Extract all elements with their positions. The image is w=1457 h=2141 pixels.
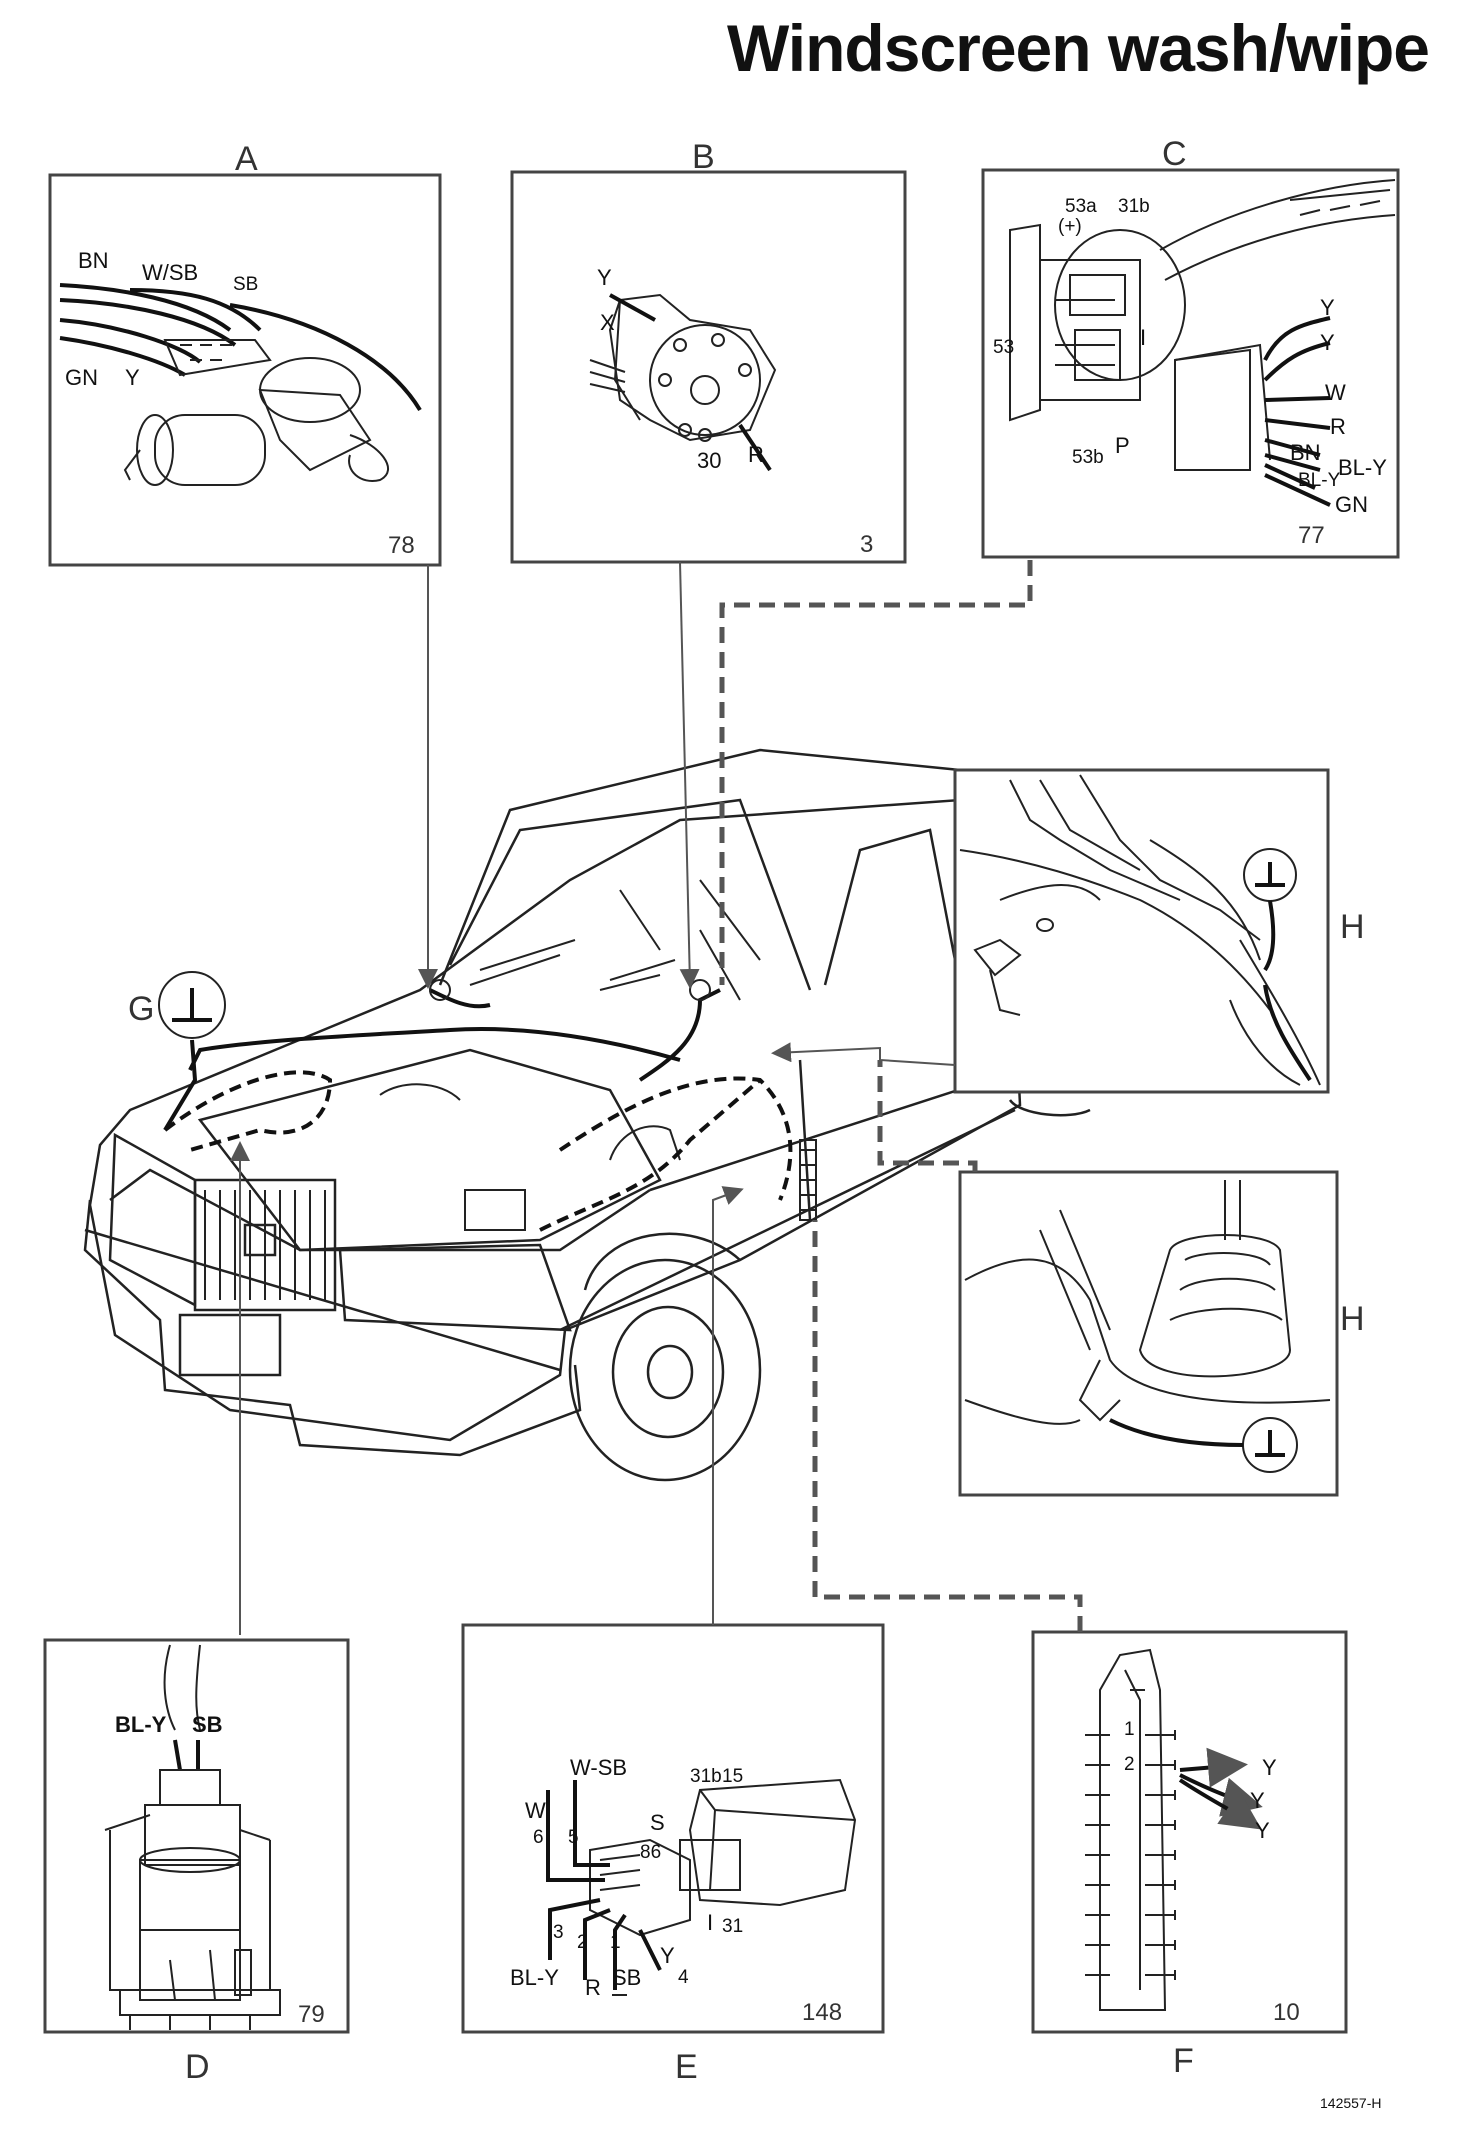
wiper-switch-illustration xyxy=(1009,179,1396,507)
wire-label-r: R xyxy=(1330,414,1346,439)
wire-label-r: R xyxy=(585,1975,601,2000)
car-illustration xyxy=(83,748,1091,1482)
panel-a-letter: A xyxy=(235,140,258,178)
wire-label-y: Y xyxy=(660,1943,675,1968)
wire-label-w: W xyxy=(1325,380,1346,405)
terminal-30: 30 xyxy=(697,448,721,473)
panel-b-letter: B xyxy=(692,138,715,176)
terminal-86: 86 xyxy=(640,1842,661,1863)
wire-label-bl-y-b: BL-Y xyxy=(1298,470,1341,491)
wire-label-y2: Y xyxy=(1320,330,1335,355)
terminal-15: 15 xyxy=(722,1766,743,1787)
panel-f: 1 2 Y Y Y 10 F xyxy=(1031,1630,1348,2080)
panel-h1-letter: H xyxy=(1340,908,1365,946)
panel-c: C 53a (+) 31b 53 I 53b P xyxy=(981,135,1400,559)
panel-e-page: 148 xyxy=(802,1999,842,2026)
fuse-box-illustration xyxy=(1085,1648,1263,2011)
wire-label-bn: BN xyxy=(1290,440,1321,465)
wire-label-y1: Y xyxy=(1262,1755,1277,1780)
leader-lines xyxy=(230,560,1083,1635)
terminal-r: R xyxy=(748,442,764,467)
terminal-s: S xyxy=(650,1810,665,1835)
panel-e: W-SB W 6 5 3 2 1 BL-Y R SB Y 4 31b 15 S … xyxy=(461,1623,885,2086)
terminal-p: P xyxy=(1115,433,1130,458)
fuse-position-2: 2 xyxy=(1124,1754,1135,1775)
wire-label-w-sb: W/SB xyxy=(142,260,198,285)
terminal-31b: 31b xyxy=(690,1766,722,1787)
wire-label-bl-y-a: BL-Y xyxy=(1338,455,1387,480)
terminal-31b: 31b xyxy=(1118,196,1150,217)
terminal-53b: 53b xyxy=(1072,447,1104,468)
wiper-motor-illustration xyxy=(59,283,422,486)
terminal-i: I xyxy=(1140,325,1146,350)
ground-symbol-g: G xyxy=(128,971,226,1132)
wire-num-6: 6 xyxy=(533,1827,544,1848)
wire-num-2: 2 xyxy=(577,1932,588,1953)
wire-num-1: 1 xyxy=(610,1932,621,1953)
panel-b: B Y X 30 R 3 xyxy=(510,138,907,564)
relay-connector-illustration xyxy=(546,1778,857,1996)
panel-a-page: 78 xyxy=(388,532,415,559)
wire-label-sb: SB xyxy=(192,1712,223,1737)
ground-g-letter: G xyxy=(128,990,154,1028)
wire-label-y3: Y xyxy=(1255,1818,1270,1843)
wire-label-gn: GN xyxy=(1335,492,1368,517)
document-code: 142557-H xyxy=(1320,2095,1382,2111)
wire-label-bl-y: BL-Y xyxy=(115,1712,167,1737)
ignition-switch-illustration xyxy=(589,293,777,472)
wire-label-y: Y xyxy=(125,365,140,390)
wire-label-bn: BN xyxy=(78,248,109,273)
panel-d: BL-Y SB 79 D xyxy=(43,1638,350,2086)
panel-f-letter: F xyxy=(1173,2042,1194,2080)
terminal-53: 53 xyxy=(993,337,1014,358)
wire-num-5: 5 xyxy=(568,1827,579,1848)
terminal-x: X xyxy=(600,310,615,335)
wire-label-w-sb: W-SB xyxy=(570,1755,627,1780)
panel-d-letter: D xyxy=(185,2048,210,2086)
ground-point-h2-illustration xyxy=(964,1180,1331,1473)
panel-h1: H xyxy=(953,768,1365,1094)
terminal-i: I xyxy=(707,1910,713,1935)
panel-h2-letter: H xyxy=(1340,1300,1365,1338)
wire-label-sb: SB xyxy=(612,1965,641,1990)
page-title: Windscreen wash/wipe xyxy=(727,11,1430,85)
terminal-y: Y xyxy=(597,265,612,290)
washer-pump-illustration xyxy=(104,1644,281,2030)
terminal-53a: 53a xyxy=(1065,196,1097,217)
panel-a: A BN W/SB SB GN Y 78 xyxy=(48,140,442,567)
wire-label-bl-y: BL-Y xyxy=(510,1965,559,1990)
panel-b-page: 3 xyxy=(860,531,873,558)
fuse-position-1: 1 xyxy=(1124,1719,1135,1740)
panel-c-page: 77 xyxy=(1298,522,1325,549)
wire-label-w: W xyxy=(525,1798,546,1823)
panel-d-page: 79 xyxy=(298,2001,325,2028)
panel-c-letter: C xyxy=(1162,135,1187,173)
terminal-plus: (+) xyxy=(1058,216,1082,237)
ground-point-h1-illustration xyxy=(959,774,1321,1086)
wire-label-gn: GN xyxy=(65,365,98,390)
terminal-31: 31 xyxy=(722,1916,743,1937)
wire-label-y2: Y xyxy=(1250,1788,1265,1813)
panel-f-page: 10 xyxy=(1273,1999,1300,2026)
wire-num-3: 3 xyxy=(553,1922,564,1943)
panel-h2: H xyxy=(958,1170,1365,1497)
wire-label-sb: SB xyxy=(233,274,258,295)
panel-e-letter: E xyxy=(675,2048,698,2086)
wire-label-y1: Y xyxy=(1320,295,1335,320)
wire-num-4: 4 xyxy=(678,1967,689,1988)
